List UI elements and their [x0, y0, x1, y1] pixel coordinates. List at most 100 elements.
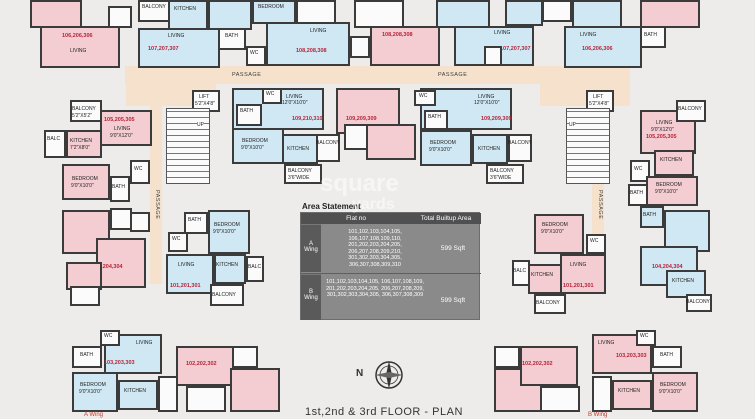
flat-number-b106: 106,206,306: [582, 46, 613, 52]
room-label-living-a105: LIVING: [114, 126, 131, 132]
room-kitchen-a108: [296, 0, 336, 24]
flat-number-b105: 105,205,305: [646, 134, 677, 140]
room-bedroom-b101: [534, 214, 584, 254]
stair-right-up-label: UP: [569, 122, 576, 128]
area-row-flats-a: 101,102,103,104,105, 106,107,108,109,110…: [348, 229, 402, 268]
room-bedroom-a101: [208, 210, 250, 254]
room-label-wc-b105: WC: [634, 166, 643, 172]
area-row-sqft-a: 599 Sqft: [440, 245, 466, 252]
room-label-balcony-a105: BALCONY: [72, 106, 96, 112]
room-label-bedroom-b105: BEDROOM: [656, 182, 682, 188]
passage-left: [150, 84, 162, 284]
room-label-balcony-side-b109: BALCONY: [508, 140, 532, 146]
room-size-balcony-b109: 3'6"WIDE: [490, 175, 512, 181]
room-kitchen-b108: [354, 0, 404, 28]
room-label-wc-a105: WC: [134, 166, 143, 172]
room-kitchen-a102: [186, 386, 226, 412]
room-wc-a101: [168, 232, 188, 252]
room-label-bath-a103: BATH: [80, 352, 93, 358]
room-label-living-b103: LIVING: [598, 340, 615, 346]
room-balcony-a110: [284, 164, 322, 184]
room-living-b108: [370, 26, 440, 66]
room-kitchen-b107: [505, 0, 543, 26]
room-label-bedroom-b103: BEDROOM: [660, 382, 686, 388]
room-bath-b105: [628, 184, 648, 206]
room-bedroom-a110: [232, 128, 284, 164]
room-size-bedroom-a110: 9'0"X10'0": [241, 145, 264, 151]
room-label-balcony-side-a110: BALCONY: [316, 140, 340, 146]
room-label-kitchen-b104: KITCHEN: [672, 278, 694, 284]
room-balc-a105: [44, 130, 66, 158]
passage-label-right: PASSAGE: [597, 190, 603, 220]
room-label-kitchen-a110: KITCHEN: [287, 146, 309, 152]
room-bath-b103: [652, 346, 682, 368]
room-label-bedroom-a108: BEDROOM: [258, 4, 284, 10]
room-balc-a101: [246, 256, 264, 282]
room-label-bedroom-b101: BEDROOM: [542, 222, 568, 228]
room-bedroom-a105: [62, 164, 110, 200]
room-wc-b101: [586, 234, 606, 254]
flat-number-b102: 102,202,302: [522, 361, 553, 367]
flat-number-a105: 105,205,305: [104, 117, 135, 123]
room-label-bath-a107: BATH: [225, 33, 238, 39]
stair-right: [566, 108, 610, 184]
room-bedroom-a109: [366, 124, 416, 160]
room-size-bedroom-b105: 9'0"X10'0": [655, 189, 678, 195]
flat-number-a108: 108,208,308: [296, 48, 327, 54]
room-bath-a107: [218, 28, 246, 50]
room-kitchen-b103: [612, 380, 652, 410]
room-bath-a101: [184, 212, 208, 234]
flat-number-b104: 104,204,304: [652, 264, 683, 270]
room-living-a107: [138, 28, 220, 68]
room-label-living-a106: LIVING: [70, 48, 87, 54]
room-kitchen-a101: [214, 254, 246, 284]
lift-left-size: 5'2"X4'8": [195, 101, 215, 107]
room-label-bath-b103: BATH: [660, 352, 673, 358]
area-statement-table: Flat no Total Builtup Area A Wing 101,10…: [300, 212, 481, 320]
flat-number-a110: 109,210,310: [292, 116, 323, 122]
room-label-wc-a110: WC: [266, 91, 275, 97]
room-label-balcony-b109: BALCONY: [490, 168, 514, 174]
room-wc-a104: [130, 212, 150, 232]
room-size-bedroom-b103: 9'0"X10'0": [659, 389, 682, 395]
room-living-b106: [564, 26, 642, 68]
room-label-living-a103: LIVING: [136, 340, 153, 346]
room-balcony-b105: [676, 100, 706, 122]
room-size-bedroom-a105: 9'0"X10'0": [71, 183, 94, 189]
room-label-bedroom-b109: BEDROOM: [430, 140, 456, 146]
room-label-balcony-a101: BALCONY: [212, 292, 236, 298]
room-size-bedroom-b101: 9'0"X10'0": [541, 229, 564, 235]
room-kitchen-b101: [528, 264, 562, 294]
room-wc-b105: [630, 160, 650, 182]
room-bedroom-a102: [230, 368, 280, 412]
flat-number-a109: 109,209,309: [346, 116, 377, 122]
corridor-right: [540, 84, 630, 106]
room-bath-a105: [110, 176, 130, 202]
room-bedroom-b103: [652, 372, 698, 412]
flat-number-a107: 107,207,307: [148, 46, 179, 52]
room-kitchen-a105: [66, 130, 102, 158]
room-label-kitchen-a101: KITCHEN: [216, 262, 238, 268]
room-label-balc-b101: BALC: [513, 268, 527, 274]
room-kitchen-b105: [654, 150, 694, 176]
stair-left-up-label: UP: [197, 122, 204, 128]
room-label-living-b106: LIVING: [580, 32, 597, 38]
room-bath-a102: [232, 346, 258, 368]
flat-number-a101: 101,201,301: [170, 283, 201, 289]
room-label-living-b109: LIVING: [478, 94, 495, 100]
room-label-kitchen-b109: KITCHEN: [478, 146, 500, 152]
room-label-bath-a110: BATH: [240, 108, 253, 114]
room-bedroom-b106: [572, 0, 622, 28]
room-label-wc-a103: WC: [104, 333, 113, 339]
room-wc-a108: [246, 46, 266, 66]
stair-left: [166, 108, 210, 184]
room-bedroom-b109: [420, 130, 472, 166]
room-bath-a109: [344, 124, 368, 150]
room-label-balcony-a107: BALCONY: [142, 4, 166, 10]
room-size-living-b105: 9'0"X12'0": [651, 127, 674, 133]
wing-label-a: A Wing: [84, 412, 104, 418]
passage-top: [125, 66, 630, 84]
room-balcony-b109: [486, 164, 524, 184]
flat-number-a103: 103,203,303: [104, 360, 135, 366]
